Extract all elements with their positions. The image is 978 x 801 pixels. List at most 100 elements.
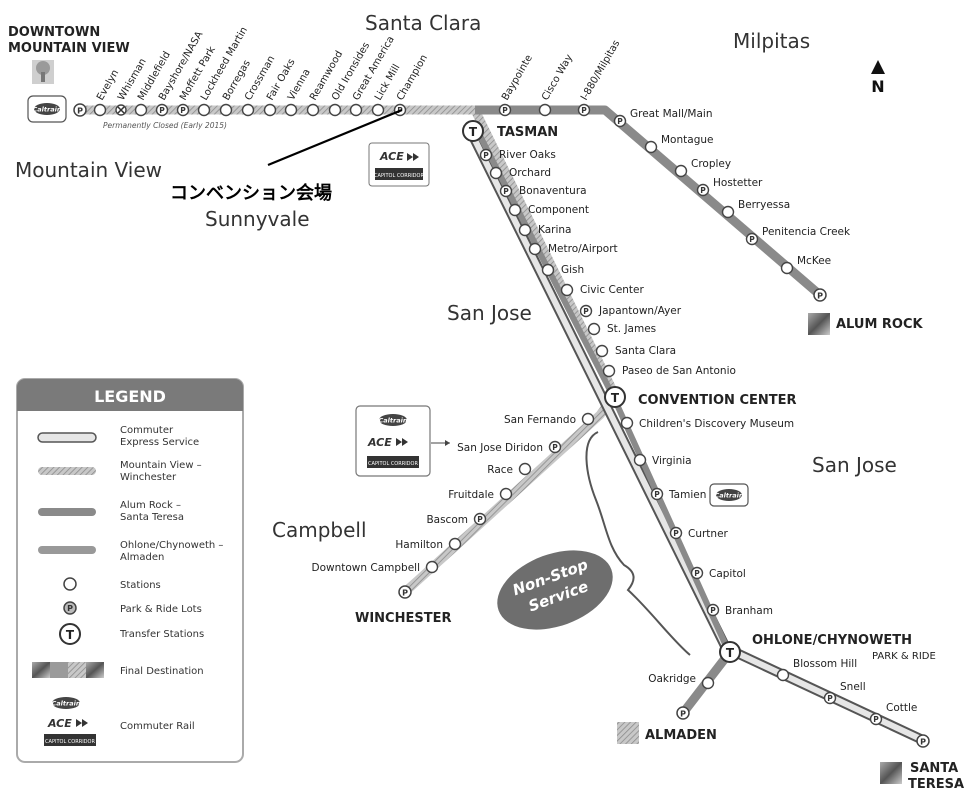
station-label-race: Race xyxy=(487,464,513,476)
station-label-bascom: Bascom xyxy=(426,514,468,526)
station-san-fernando[interactable]: San Fernando xyxy=(504,412,595,427)
station-winchester-end[interactable]: P xyxy=(398,585,412,599)
station-label-curtner: Curtner xyxy=(688,528,729,540)
station-berryessa[interactable]: Berryessa xyxy=(721,199,791,219)
station-component[interactable]: Component xyxy=(508,203,589,217)
station-children-s-discovery-museum[interactable]: Children's Discovery Museum xyxy=(620,416,795,431)
station-oakridge[interactable]: Oakridge xyxy=(648,673,715,690)
svg-text:P: P xyxy=(873,715,879,724)
station-santa-teresa-end[interactable]: P xyxy=(916,734,930,748)
station-cropley[interactable]: Cropley xyxy=(674,158,732,178)
station-paseo-de-san-antonio[interactable]: Paseo de San Antonio xyxy=(602,364,736,378)
svg-text:P: P xyxy=(581,106,587,115)
terminus-convention-center: CONVENTION CENTER xyxy=(638,393,797,408)
station-label-component: Component xyxy=(528,204,589,216)
svg-text:CAPITOL CORRIDOR: CAPITOL CORRIDOR xyxy=(368,461,418,467)
station-label-civic-center: Civic Center xyxy=(580,284,645,296)
station-label-cropley: Cropley xyxy=(691,158,731,170)
legend-item-arst-2: Santa Teresa xyxy=(120,512,184,523)
station-almaden-end[interactable]: P xyxy=(676,706,690,720)
station-orchard[interactable]: Orchard xyxy=(489,166,552,180)
legend-park-ride-icon xyxy=(63,601,77,615)
svg-text:Caltrain: Caltrain xyxy=(379,417,408,425)
station-label-virginia: Virginia xyxy=(652,455,692,467)
svg-text:ACE: ACE xyxy=(379,150,404,163)
legend-swatch-alum-rock xyxy=(38,508,96,516)
svg-text:Caltrain: Caltrain xyxy=(715,492,744,500)
station-race[interactable]: Race xyxy=(487,462,532,477)
station-label-santa-clara: Santa Clara xyxy=(615,345,676,357)
terminus-downtown-mv-line2: MOUNTAIN VIEW xyxy=(8,41,130,56)
station-mckee[interactable]: McKee xyxy=(780,255,832,275)
station-fruitdale[interactable]: Fruitdale xyxy=(448,487,513,502)
tree-icon xyxy=(32,60,54,84)
city-mountain-view: Mountain View xyxy=(15,158,162,182)
station-virginia[interactable]: Virginia xyxy=(633,453,692,468)
station-santa-clara[interactable]: Santa Clara xyxy=(595,344,677,358)
station-label-fruitdale: Fruitdale xyxy=(448,489,494,501)
svg-text:T: T xyxy=(611,391,620,405)
legend-item-stations: Stations xyxy=(120,580,161,591)
station-metro-airport[interactable]: Metro/Airport xyxy=(528,242,618,256)
legend-swatch-ohlone xyxy=(38,546,96,554)
caltrain-badge-mv: Caltrain xyxy=(27,95,67,123)
terminus-ohlone: OHLONE/CHYNOWETH xyxy=(752,633,912,648)
almaden-destination-icon xyxy=(617,722,639,744)
station-karina[interactable]: Karina xyxy=(518,223,572,237)
line-commuter-express xyxy=(463,123,928,746)
station-downtown-campbell[interactable]: Downtown Campbell xyxy=(312,560,439,575)
nonstop-brace xyxy=(585,431,691,656)
terminus-downtown-mv-line1: DOWNTOWN xyxy=(8,25,100,40)
legend-item-oca-2: Almaden xyxy=(120,552,164,563)
station-label-penitencia-creek: Penitencia Creek xyxy=(762,226,851,238)
svg-text:P: P xyxy=(502,106,508,115)
station-label-mckee: McKee xyxy=(797,255,831,267)
terminus-alum-rock: ALUM ROCK xyxy=(836,317,924,332)
station-i-880-milpitas[interactable]: PI-880/Milpitas xyxy=(577,38,623,117)
station-montague[interactable]: Montague xyxy=(644,134,714,154)
caltrain-badge-tamien: Caltrain xyxy=(709,483,749,507)
station-st-james[interactable]: St. James xyxy=(587,322,657,336)
santa-teresa-destination-icon xyxy=(880,762,902,784)
svg-text:P: P xyxy=(700,186,706,195)
svg-text:T: T xyxy=(726,646,735,660)
svg-text:P: P xyxy=(503,187,509,196)
station-label-snell: Snell xyxy=(840,681,866,693)
station-blossom-hill[interactable]: Blossom Hill xyxy=(776,658,858,682)
station-label-hostetter: Hostetter xyxy=(713,177,763,189)
svg-text:P: P xyxy=(402,589,408,598)
terminus-park-ride: PARK & RIDE xyxy=(872,651,936,662)
nonstop-service-bubble: Non-Stop Service xyxy=(497,550,613,630)
station-label-san-jose-diridon: San Jose Diridon xyxy=(457,442,543,454)
transfer-ohlone[interactable]: T xyxy=(719,641,741,663)
station-label-hamilton: Hamilton xyxy=(395,539,443,551)
legend-item-oca-1: Ohlone/Chynoweth – xyxy=(120,540,223,551)
station-alum-rock-end[interactable]: P xyxy=(813,288,827,302)
station-downtown-mv[interactable]: P xyxy=(73,103,87,117)
station-hostetter[interactable]: P Hostetter xyxy=(696,177,764,197)
station-hamilton[interactable]: Hamilton xyxy=(395,537,462,552)
svg-text:CAPITOL CORRIDOR: CAPITOL CORRIDOR xyxy=(374,173,424,179)
station-label-branham: Branham xyxy=(725,605,773,617)
transfer-convention-center[interactable]: T xyxy=(604,386,626,408)
transfer-tasman[interactable]: T xyxy=(462,120,484,142)
north-arrow-icon: N xyxy=(871,60,885,96)
station-gish[interactable]: Gish xyxy=(541,263,585,277)
legend: LEGEND P T Caltrain ACE CAPITOL CORRIDOR… xyxy=(16,378,244,763)
station-civic-center[interactable]: Civic Center xyxy=(560,283,645,297)
city-sunnyvale: Sunnyvale xyxy=(205,207,310,231)
